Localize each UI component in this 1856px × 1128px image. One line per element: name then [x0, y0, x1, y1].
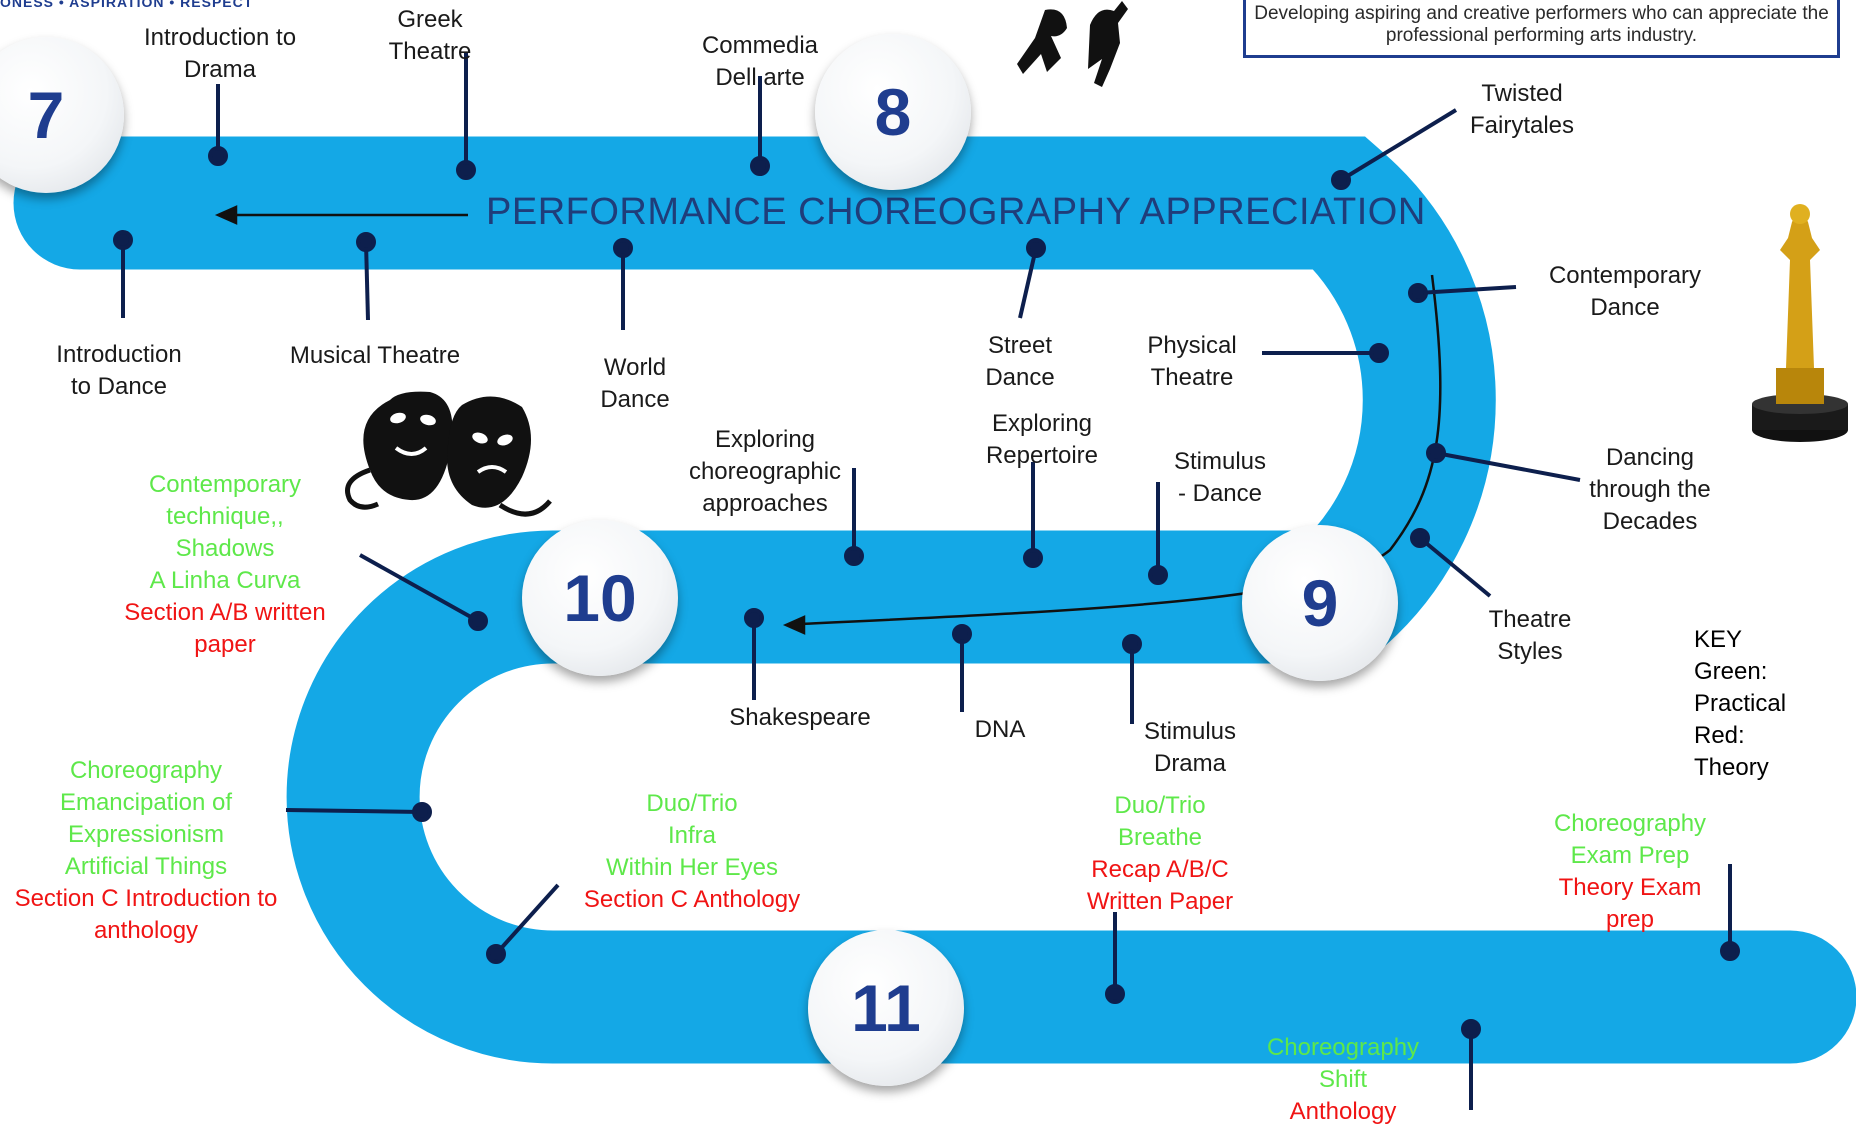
label-shakespeare: Shakespeare	[729, 704, 871, 731]
year-11-badge: 11	[808, 930, 964, 1086]
oscar-statuette-icon	[1752, 204, 1848, 442]
label-dna: DNA	[974, 716, 1026, 743]
mission-statement: Developing aspiring and creative perform…	[1254, 3, 1829, 46]
curriculum-road	[13, 136, 1856, 1064]
dancers-silhouette-icon	[1017, 1, 1128, 87]
label-musical-theatre: Musical Theatre	[289, 342, 461, 369]
label-duo-trio-breathe: Duo/Trio Breathe Recap A/B/C Written Pap…	[1086, 792, 1234, 915]
year-7-badge: 7	[0, 37, 124, 193]
label-choreography-expressionism: Choreography Emancipation of Expressioni…	[14, 757, 278, 944]
label-duo-trio-infra: Duo/Trio Infra Within Her Eyes Section C…	[583, 790, 801, 913]
label-year10-practical-theory: Contemporary technique,, Shadows A Linha…	[124, 471, 326, 658]
year-10-badge: 10	[522, 520, 678, 676]
label-choreography-shift: Choreography Shift Anthology	[1266, 1034, 1420, 1125]
colour-key: KEY Green: Practical Red: Theory	[1694, 624, 1786, 784]
key-red-label: Red:	[1694, 722, 1745, 749]
label-exam-prep: Choreography Exam Prep Theory Exam prep	[1553, 810, 1707, 933]
year-8-badge: 8	[815, 34, 971, 190]
label-stimulus-dance: Stimulus- Dance	[1173, 448, 1267, 507]
year-9-badge: 9	[1242, 525, 1398, 681]
key-green-label: Green:	[1694, 658, 1768, 685]
key-green-meaning: Practical	[1694, 690, 1787, 717]
school-motto: ONESS • ASPIRATION • RESPECT	[0, 0, 254, 10]
drama-masks-icon	[345, 391, 552, 517]
mission-statement-box: Developing aspiring and creative perform…	[1243, 0, 1840, 58]
key-title: KEY	[1694, 626, 1743, 653]
milestone-markers	[113, 52, 1740, 1110]
center-title: PERFORMANCE CHOREOGRAPHY APPRECIATION	[486, 191, 1426, 233]
key-red-meaning: Theory	[1694, 754, 1769, 781]
